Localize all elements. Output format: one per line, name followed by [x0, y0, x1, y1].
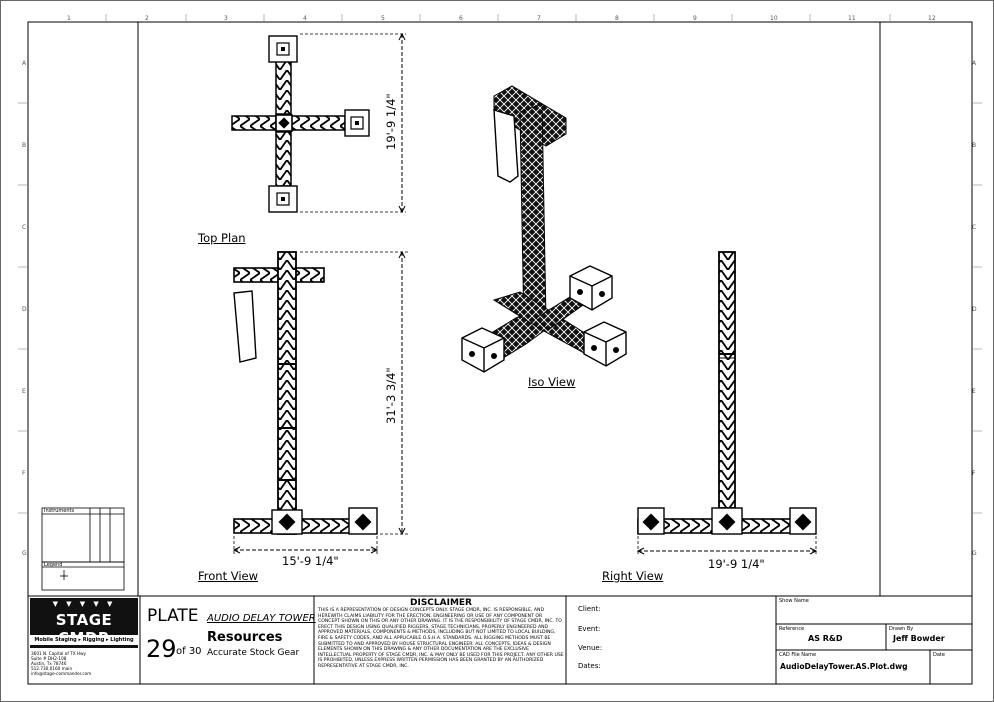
grid-row-c-right: C [972, 224, 977, 231]
grid-row-e: E [22, 388, 26, 395]
address-line-4: 512.730.0160 main [31, 666, 73, 671]
plate-word: PLATE [147, 606, 199, 626]
plate-title: AUDIO DELAY TOWER [207, 613, 316, 624]
grid-col-5: 5 [381, 15, 385, 22]
grid-col-4: 4 [303, 15, 307, 22]
drawn-by-label: Drawn By [889, 626, 914, 632]
address-line-1: 3601 N. Capital of TX Hwy [31, 651, 86, 656]
grid-col-3: 3 [224, 15, 228, 22]
grid-row-g: G [22, 550, 27, 557]
grid-col-6: 6 [459, 15, 463, 22]
show-name-label: Show Name [779, 598, 809, 604]
grid-col-11: 11 [848, 15, 856, 22]
top-plan-dimension: 19'-9 1/4" [384, 93, 398, 150]
disclaimer-body: THIS IS A REPRESENTATION OF DESIGN CONCE… [318, 608, 564, 669]
grid-col-2: 2 [145, 15, 149, 22]
logo-lights-icon: ▼ ▼ ▼ ▼ ▼ [52, 600, 116, 608]
grid-row-b: B [22, 142, 27, 149]
iso-view-label: Iso View [528, 375, 576, 389]
grid-row-f: F [22, 470, 26, 477]
right-view-label: Right View [602, 569, 664, 583]
grid-row-b-right: B [972, 142, 977, 149]
grid-row-d: D [22, 306, 27, 313]
left-panel-boxes [41, 507, 125, 591]
cad-file-label: CAD File Name [779, 652, 817, 658]
logo-tagline: Mobile Staging ▸ Rigging ▸ Lighting [30, 635, 138, 645]
grid-row-a: A [22, 60, 27, 67]
top-plan-label: Top Plan [198, 231, 246, 245]
title-block-lines [139, 596, 972, 684]
venue-label: Venue: [578, 644, 603, 652]
dates-label: Dates: [578, 662, 601, 670]
grid-row-c: C [22, 224, 27, 231]
front-view-height-dimension: 31'-3 3/4" [384, 367, 398, 424]
grid-row-d-right: D [972, 306, 977, 313]
disclaimer-heading: DISCLAIMER [410, 598, 472, 608]
address-line-5: info@stage-commander.com [31, 671, 92, 676]
grid-col-12: 12 [928, 15, 936, 22]
front-view-drawing [232, 250, 408, 555]
grid-row-a-right: A [972, 60, 977, 67]
date-label: Date [933, 652, 945, 658]
grid-row-e-right: E [972, 388, 976, 395]
instruments-label: Instruments [44, 508, 75, 514]
reference-label: Reference [779, 626, 805, 632]
legend-label: Legend [44, 562, 63, 568]
grid-row-g-right: G [972, 550, 977, 557]
grid-col-10: 10 [770, 15, 778, 22]
company-logo: ▼ ▼ ▼ ▼ ▼ STAGE CMDR Mobile Staging ▸ Ri… [30, 598, 138, 648]
right-view-drawing [636, 251, 818, 556]
plate-number: 29 [146, 635, 177, 663]
reference-value: AS R&D [808, 634, 843, 643]
event-label: Event: [578, 625, 601, 633]
grid-col-8: 8 [615, 15, 619, 22]
drawn-by-value: Jeff Bowder [893, 634, 945, 643]
cad-file-value: AudioDelayTower.AS.Plot.dwg [780, 662, 908, 671]
right-view-width-dimension: 19'-9 1/4" [708, 557, 765, 571]
company-address: 3601 N. Capital of TX Hwy Suite # DH2-10… [31, 651, 91, 676]
grid-col-9: 9 [693, 15, 697, 22]
iso-view-drawing [461, 85, 627, 373]
plate-category: Resources [207, 630, 283, 645]
front-view-width-dimension: 15'-9 1/4" [282, 554, 339, 568]
grid-row-f-right: F [972, 470, 976, 477]
front-view-label: Front View [198, 569, 259, 583]
address-line-3: Austin, Tx 78746 [31, 661, 67, 666]
client-label: Client: [578, 605, 601, 613]
address-line-2: Suite # DH2-108 [31, 656, 67, 661]
plate-of-total: of 30 [176, 646, 202, 657]
grid-col-1: 1 [67, 15, 71, 22]
grid-col-7: 7 [537, 15, 541, 22]
plate-subtitle: Accurate Stock Gear [207, 648, 300, 658]
top-plan-drawing [231, 32, 406, 214]
